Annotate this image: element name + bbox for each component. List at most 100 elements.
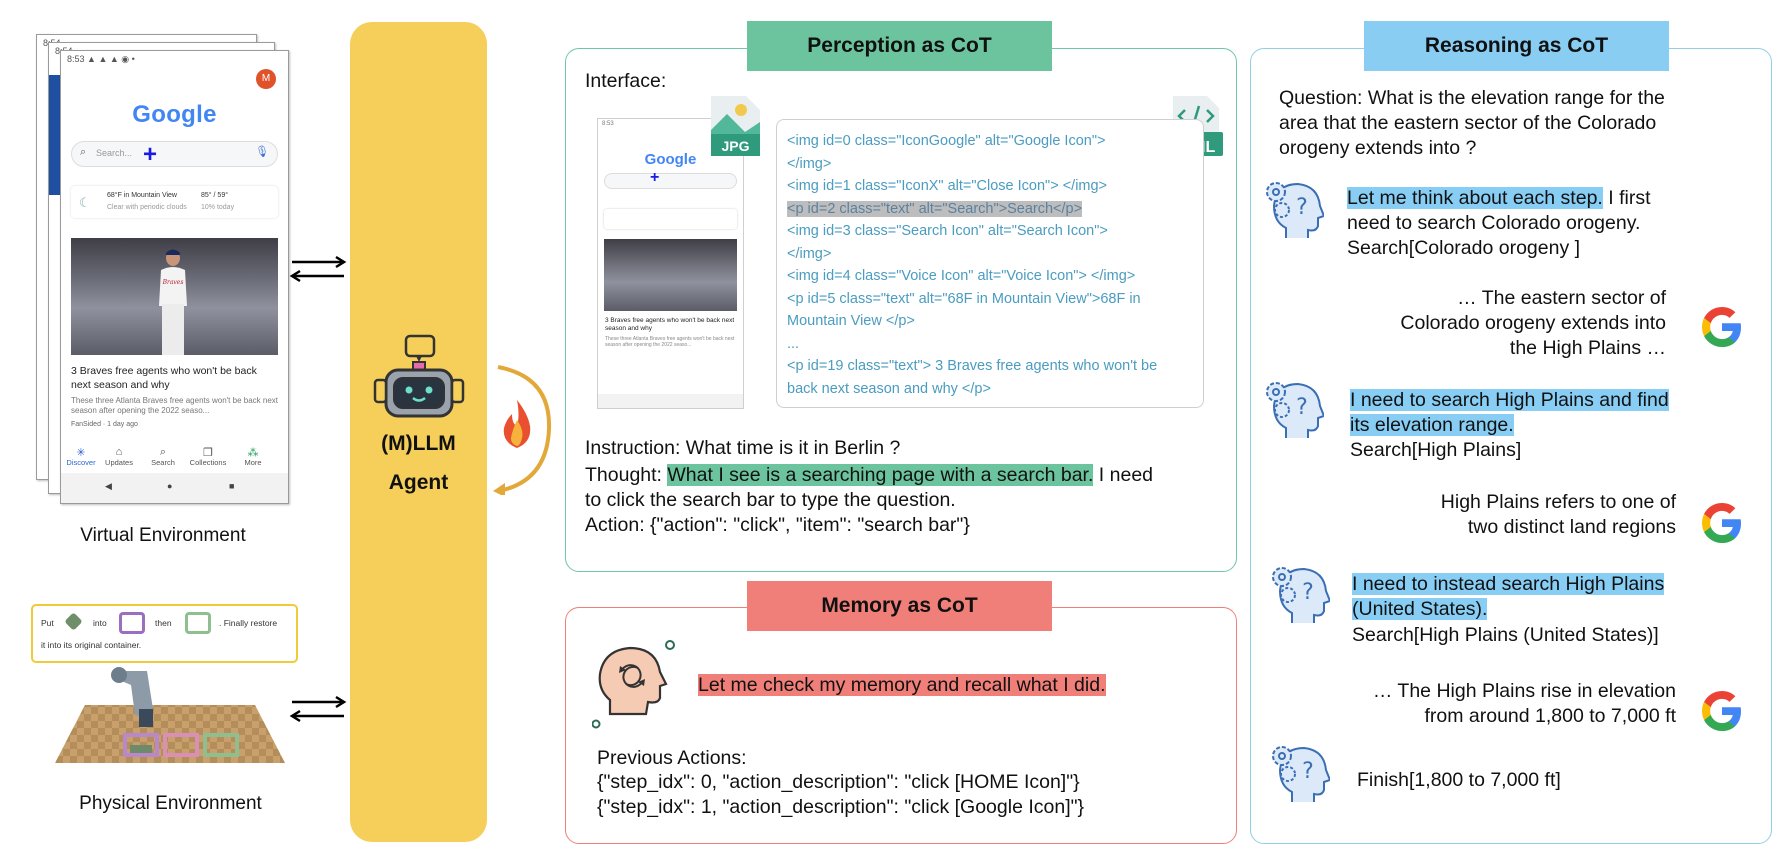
observation3-line2: from around 1,800 to 7,000 ft (1300, 704, 1676, 729)
memory-highlight: Let me check my memory and recall what I… (698, 673, 1106, 698)
reasoning-step1-line1: Let me think about each step. I first (1347, 186, 1651, 211)
avatar[interactable]: M (256, 69, 276, 89)
nav-collections[interactable]: Collections (186, 458, 230, 467)
weather-range: 85° / 59° (201, 192, 228, 199)
news-subtitle: These three Atlanta Braves free agents w… (71, 396, 278, 416)
baseball-player-image: Braves (153, 246, 193, 355)
nav-updates[interactable]: Updates (97, 458, 141, 467)
mini-weather-card (604, 209, 737, 229)
finish-action: Finish[1,800 to 7,000 ft] (1357, 768, 1561, 793)
memory-highlight-text: Let me check my memory and recall what I… (698, 674, 1106, 696)
green-object-icon (64, 612, 82, 630)
reasoning-step3-line1: I need to instead search High Plains (1352, 572, 1664, 597)
home-icon[interactable]: ● (167, 481, 172, 491)
interface-label: Interface: (585, 69, 666, 94)
perception-header: Perception as CoT (747, 21, 1052, 71)
task-then: then (155, 618, 172, 628)
code-line: <img id=3 class="Search Icon" alt="Searc… (787, 220, 1157, 243)
virtual-environment-label: Virtual Environment (38, 525, 288, 547)
reasoning-step2-highlight1: I need to search High Plains and find (1350, 389, 1669, 411)
reasoning-header: Reasoning as CoT (1364, 21, 1669, 71)
svg-text:?: ? (1302, 580, 1314, 605)
fire-icon (496, 398, 538, 450)
code-line: Mountain View </p> (787, 310, 1157, 333)
action-text: Action: {"action": "click", "item": "sea… (585, 513, 970, 538)
mini-search-bar (604, 173, 737, 189)
robot-arm-scene-image (35, 665, 297, 768)
physical-environment-label: Physical Environment (38, 793, 303, 815)
code-line: back next season and why </p> (787, 378, 1157, 401)
thought-line1: Thought: What I see is a searching page … (585, 463, 1153, 488)
mic-icon[interactable]: 🎙 (255, 145, 269, 158)
question-line3: orogeny extends into ? (1279, 136, 1476, 161)
agent-title-line2: Agent (350, 471, 487, 495)
reasoning-step2-action: Search[High Plains] (1350, 438, 1521, 463)
reasoning-step2-line1: I need to search High Plains and find (1350, 388, 1669, 413)
bottom-nav: Discover Updates Search Collections More… (61, 446, 288, 468)
collections-icon: ❐ (186, 446, 230, 459)
exchange-arrows-icon (289, 694, 347, 724)
previous-action-1: {"step_idx": 1, "action_description": "c… (597, 795, 1084, 820)
news-title[interactable]: 3 Braves free agents who won't be back n… (71, 364, 278, 392)
google-g-icon (1697, 302, 1747, 352)
mini-news-title: 3 Braves free agents who won't be back n… (605, 317, 737, 333)
moon-icon: ☾ (79, 195, 91, 211)
agent-title-line1: (M)LLM (350, 432, 487, 456)
svg-text:Braves: Braves (162, 279, 184, 286)
code-line: <img id=4 class="Voice Icon" alt="Voice … (787, 265, 1157, 288)
updates-icon: ⌂ (97, 446, 141, 458)
back-icon[interactable]: ◀ (105, 481, 112, 492)
code-line: <p id=19 class="text"> 3 Braves free age… (787, 355, 1157, 378)
task-into: into (93, 618, 107, 628)
robot-icon (372, 334, 466, 420)
search-nav-icon: ⌕ (141, 446, 185, 459)
code-line: <img id=0 class="IconGoogle" alt="Google… (787, 130, 1157, 153)
head-memory-icon (592, 640, 678, 730)
reasoning-step2-line2: its elevation range. (1350, 413, 1514, 438)
search-bar[interactable]: ⌕ Search... 🎙 (71, 141, 278, 167)
mini-navbar (598, 394, 743, 408)
status-time: 8:53 (67, 54, 85, 64)
reasoning-step1-line2: need to search Colorado orogeny. (1347, 211, 1640, 236)
jpg-label: JPG (711, 138, 760, 154)
observation2-line2: two distinct land regions (1330, 515, 1676, 540)
recents-icon[interactable]: ■ (229, 481, 234, 491)
search-icon: ⌕ (80, 146, 86, 159)
mini-news-photo (604, 239, 737, 311)
observation3-line1: … The High Plains rise in elevation (1300, 679, 1676, 704)
observation1-line3: the High Plains … (1330, 336, 1666, 361)
weather-rain: 10% today (201, 204, 234, 211)
thought-highlight: What I see is a searching page with a se… (667, 464, 1093, 486)
reasoning-step3-action: Search[High Plains (United States)] (1352, 623, 1659, 648)
previous-action-0: {"step_idx": 0, "action_description": "c… (597, 770, 1080, 795)
nav-more[interactable]: More (231, 458, 275, 467)
more-icon: ⁂ (231, 446, 275, 459)
task-rest: it into its original container. (41, 640, 141, 650)
thought-prefix: Thought: (585, 464, 667, 486)
html-code-box: <img id=0 class="IconGoogle" alt="Google… (776, 119, 1204, 408)
svg-text:?: ? (1296, 395, 1308, 420)
thinking-head-icon: ? (1268, 742, 1330, 804)
code-line: </img> (787, 243, 1157, 266)
html-code: <img id=0 class="IconGoogle" alt="Google… (787, 130, 1157, 400)
thinking-head-icon: ? (1268, 563, 1330, 625)
task-instruction-box: Put into then . Finally restore it into … (31, 604, 298, 663)
purple-container-icon (119, 612, 145, 634)
mini-phone-screenshot: 8:53 Google + 3 Braves free agents who w… (597, 118, 744, 409)
thought-line2: to click the search bar to type the ques… (585, 488, 956, 513)
code-line: <p id=5 class="text" alt="68F in Mountai… (787, 288, 1157, 311)
weather-card: ☾ 68°F in Mountain View Clear with perio… (71, 186, 278, 218)
news-source: FanSided · 1 day ago (71, 421, 278, 428)
reasoning-step1-highlight: Let me think about each step. (1347, 187, 1603, 209)
task-finally: . Finally restore (219, 618, 277, 628)
question-line1: Question: What is the elevation range fo… (1279, 86, 1665, 111)
thought-rest: I need (1093, 464, 1153, 486)
reasoning-step1-rest: I first (1603, 187, 1651, 209)
svg-text:?: ? (1302, 759, 1314, 784)
nav-search[interactable]: Search (141, 458, 185, 467)
news-photo[interactable]: Braves (71, 238, 278, 355)
weather-desc: Clear with periodic clouds (107, 204, 187, 211)
mini-cross-icon: + (650, 169, 659, 187)
code-line: ... (787, 333, 1157, 356)
question-line2: area that the eastern sector of the Colo… (1279, 111, 1656, 136)
